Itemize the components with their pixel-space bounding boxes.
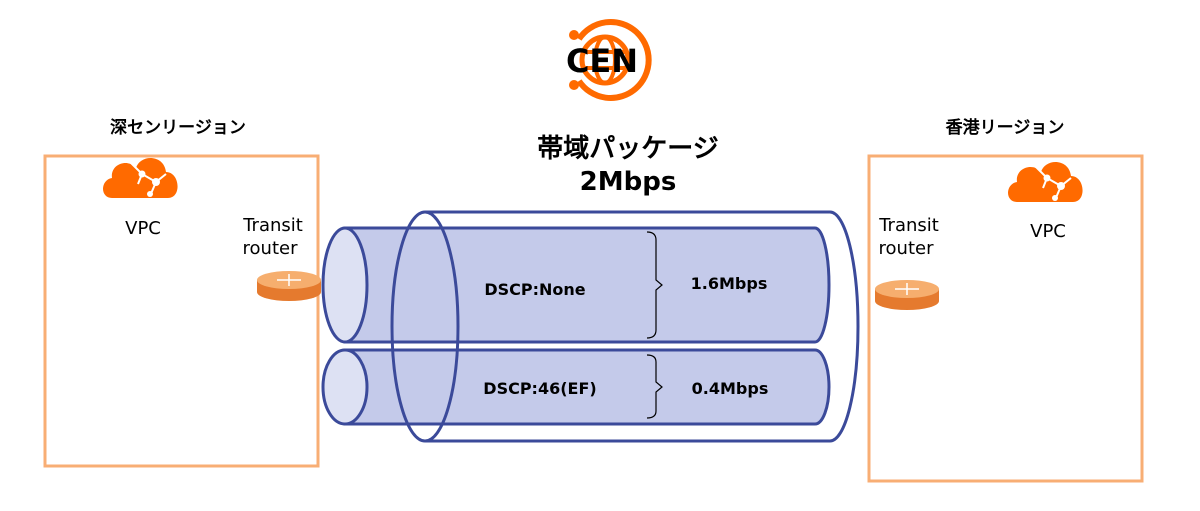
transit-router-label-hongkong-2: router [879, 238, 935, 259]
vpc-cloud-icon [1007, 160, 1084, 203]
vpc-label-shenzhen: VPC [125, 218, 161, 239]
vpc-label-hongkong: VPC [1030, 221, 1066, 242]
region-box-hongkong [867, 154, 1144, 483]
bandwidth-package-size: 2Mbps [580, 167, 677, 197]
region-label-hongkong: 香港リージョン [946, 117, 1065, 138]
region-label-shenzhen: 深センリージョン [110, 117, 246, 138]
bracket-none [646, 231, 663, 339]
bandwidth-none-label: 1.6Mbps [691, 274, 768, 293]
dscp-none-label: DSCP:None [484, 280, 585, 299]
region-box-shenzhen [43, 154, 320, 468]
channel-pipe-ef [321, 348, 831, 426]
bandwidth-package-title: 帯域パッケージ [537, 134, 718, 164]
dscp-ef-label: DSCP:46(EF) [483, 379, 596, 398]
channel-pipe-none [321, 226, 831, 344]
vpc-cloud-icon [102, 156, 179, 199]
bandwidth-ef-label: 0.4Mbps [692, 379, 769, 398]
transit-router-icon [874, 279, 940, 311]
bandwidth-package-pipe [425, 210, 860, 443]
bandwidth-package-pipe-end [390, 210, 460, 443]
transit-router-label-shenzhen-2: router [243, 238, 299, 259]
transit-router-label-hongkong: Transit [878, 215, 939, 236]
transit-router-label-shenzhen: Transit [242, 215, 303, 236]
cen-logo: CEN [566, 19, 652, 101]
cen-logo-text: CEN [566, 42, 638, 80]
bracket-ef [646, 354, 663, 419]
transit-router-icon [256, 270, 322, 302]
